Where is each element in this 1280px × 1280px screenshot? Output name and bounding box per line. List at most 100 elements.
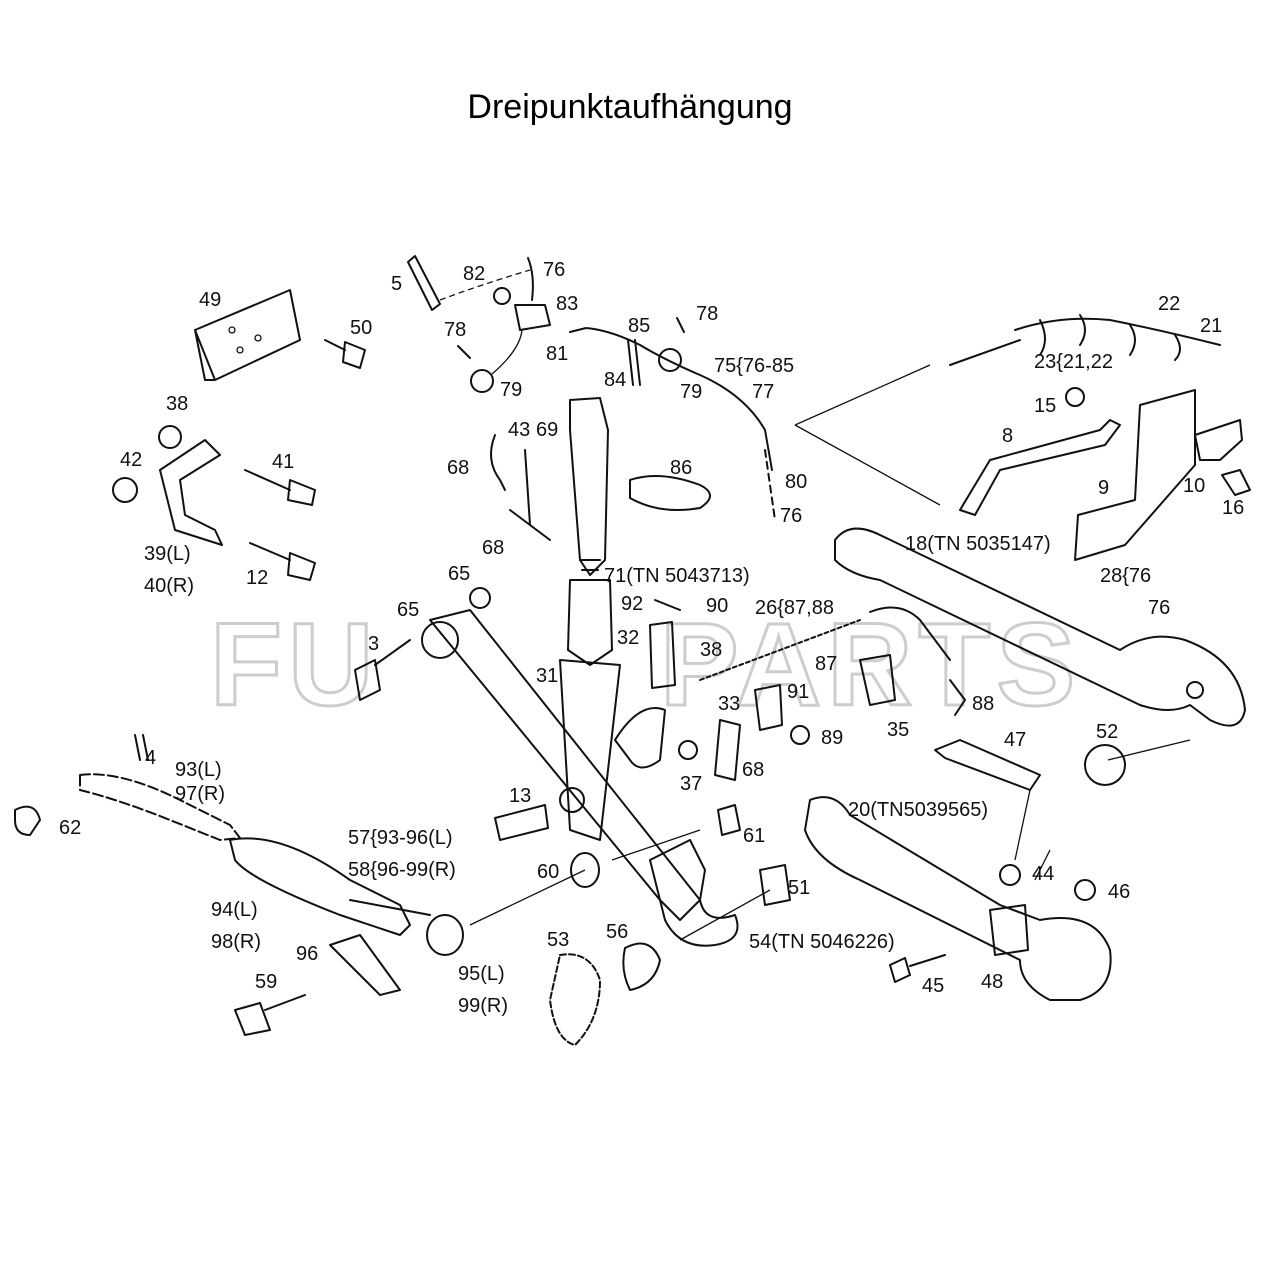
spring-26-shape — [699, 619, 861, 681]
label-part-54: 54(TN 5046226) — [749, 931, 895, 953]
label-part-78-second: 78 — [696, 303, 718, 325]
label-part-48: 48 — [981, 971, 1003, 993]
top-link-housing-shape — [569, 397, 609, 576]
label-part-5: 5 — [391, 273, 402, 295]
label-part-28: 28{76 — [1100, 565, 1151, 587]
label-part-97: 97(R) — [175, 783, 225, 805]
shackle-86-shape — [629, 475, 711, 511]
label-part-43: 43 — [508, 419, 530, 441]
label-part-31: 31 — [536, 665, 558, 687]
latch-83-shape — [514, 304, 551, 331]
label-part-8: 8 — [1002, 425, 1013, 447]
bolt-50-shape — [324, 339, 366, 369]
label-part-85: 85 — [628, 315, 650, 337]
label-part-9: 9 — [1098, 477, 1109, 499]
label-part-79: 79 — [500, 379, 522, 401]
label-part-33: 33 — [718, 693, 740, 715]
label-part-82: 82 — [463, 263, 485, 285]
part-drawings — [14, 255, 1251, 1046]
chain-23-shape — [949, 317, 1221, 366]
label-part-76-second: 76 — [780, 505, 802, 527]
label-part-32: 32 — [617, 627, 639, 649]
watermark-prefix: FU — [210, 599, 379, 731]
label-part-39: 39(L) — [144, 543, 191, 565]
label-part-75: 75{76-85 — [714, 355, 794, 377]
label-part-95: 95(L) — [458, 963, 505, 985]
label-part-65: 65 — [448, 563, 470, 585]
label-part-71: 71(TN 5043713) — [604, 565, 750, 587]
label-part-4: 4 — [145, 747, 156, 769]
lower-link-18-shape — [834, 527, 1246, 727]
label-part-37: 37 — [680, 773, 702, 795]
label-part-47: 47 — [1004, 729, 1026, 751]
label-part-45: 45 — [922, 975, 944, 997]
label-part-86: 86 — [670, 457, 692, 479]
label-part-3: 3 — [368, 633, 379, 655]
label-part-69: 69 — [536, 419, 558, 441]
label-part-65-second: 65 — [397, 599, 419, 621]
label-part-81: 81 — [546, 343, 568, 365]
label-part-94: 94(L) — [211, 899, 258, 921]
label-part-84: 84 — [604, 369, 626, 391]
label-part-68-third: 68 — [742, 759, 764, 781]
bracket-49-shape — [194, 289, 301, 381]
turnbuckle-71-shape — [567, 579, 613, 666]
label-part-87: 87 — [815, 653, 837, 675]
label-part-61: 61 — [743, 825, 765, 847]
label-part-51: 51 — [788, 877, 810, 899]
label-part-68-second: 68 — [482, 537, 504, 559]
diagram-title: Dreipunktaufhängung — [467, 88, 793, 126]
label-part-83: 83 — [556, 293, 578, 315]
label-part-89: 89 — [821, 727, 843, 749]
label-part-91: 91 — [787, 681, 809, 703]
label-part-59: 59 — [255, 971, 277, 993]
label-part-42: 42 — [120, 449, 142, 471]
label-part-44: 44 — [1032, 863, 1054, 885]
watermark-suffix: PARTS — [660, 599, 1081, 731]
label-part-92: 92 — [621, 593, 643, 615]
label-part-15: 15 — [1034, 395, 1056, 417]
label-part-38: 38 — [166, 393, 188, 415]
label-part-35: 35 — [887, 719, 909, 741]
stabilizer-47-shape — [934, 739, 1041, 791]
label-part-96: 96 — [296, 943, 318, 965]
bracket-8-shape — [959, 419, 1121, 516]
watermark: FU XX PARTS — [209, 598, 1081, 733]
bracket-39-shape — [159, 439, 223, 546]
label-part-62: 62 — [59, 817, 81, 839]
label-part-41: 41 — [272, 451, 294, 473]
label-part-60: 60 — [537, 861, 559, 883]
label-part-46: 46 — [1108, 881, 1130, 903]
label-part-53: 53 — [547, 929, 569, 951]
label-part-50: 50 — [350, 317, 372, 339]
label-part-10: 10 — [1183, 475, 1205, 497]
label-part-22: 22 — [1158, 293, 1180, 315]
clip-10-shape — [1194, 419, 1243, 461]
label-part-21: 21 — [1200, 315, 1222, 337]
lift-arm-frame-shape — [429, 609, 701, 921]
label-part-38-second: 38 — [700, 639, 722, 661]
label-part-23: 23{21,22 — [1034, 351, 1113, 373]
label-part-13: 13 — [509, 785, 531, 807]
label-part-93: 93(L) — [175, 759, 222, 781]
label-part-90: 90 — [706, 595, 728, 617]
lower-link-20-shape — [804, 796, 1112, 1001]
label-part-18: 18(TN 5035147) — [905, 533, 1051, 555]
label-part-49: 49 — [199, 289, 221, 311]
label-part-88: 88 — [972, 693, 994, 715]
clip-5-shape — [407, 255, 441, 311]
label-part-78: 78 — [444, 319, 466, 341]
turnbuckle-94-shape — [229, 837, 411, 936]
label-part-57: 57{93-96(L) — [348, 827, 453, 849]
label-part-52: 52 — [1096, 721, 1118, 743]
label-part-76: 76 — [543, 259, 565, 281]
label-part-20: 20(TN5039565) — [848, 799, 988, 821]
label-part-16: 16 — [1222, 497, 1244, 519]
part-labels: 5 82 76 83 49 50 78 81 85 78 79 84 79 75… — [59, 259, 1244, 1017]
label-part-58: 58{96-99(R) — [348, 859, 456, 881]
label-part-77: 77 — [752, 381, 774, 403]
label-part-79-second: 79 — [680, 381, 702, 403]
plate-9-shape — [1074, 389, 1196, 561]
label-part-76-third: 76 — [1148, 597, 1170, 619]
label-part-26: 26{87,88 — [755, 597, 834, 619]
